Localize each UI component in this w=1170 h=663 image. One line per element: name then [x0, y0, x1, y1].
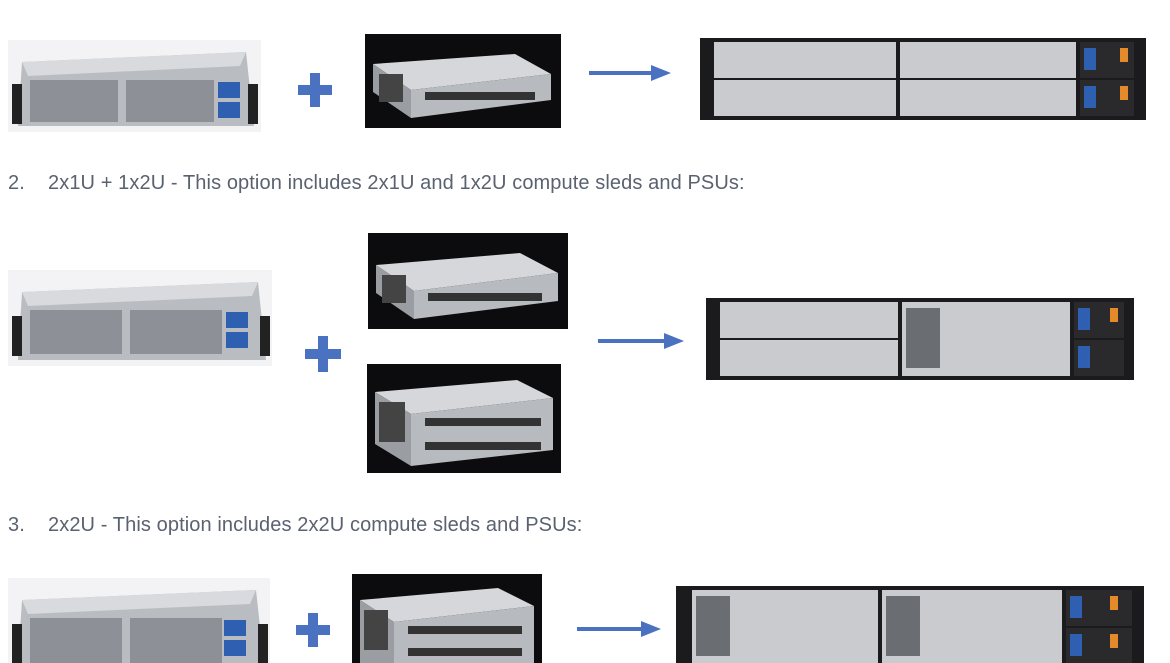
empty-chassis-image [8, 578, 270, 663]
compute-sled-2u-image [367, 364, 561, 473]
assembled-server-image [676, 586, 1144, 663]
option-number: 2. [8, 172, 25, 194]
compute-sled-2u-image [352, 574, 542, 663]
empty-chassis-image [8, 40, 261, 132]
assembled-server-image [700, 38, 1146, 120]
assembled-server-image [706, 298, 1134, 380]
option-text: 2x2U - This option includes 2x2U compute… [48, 514, 583, 536]
compute-sled-1u-image [368, 233, 568, 329]
plus-icon [305, 336, 341, 372]
arrow-right-icon [589, 65, 671, 81]
option-number: 3. [8, 514, 25, 536]
empty-chassis-image [8, 270, 272, 366]
arrow-right-icon [577, 621, 661, 637]
arrow-right-icon [598, 333, 684, 349]
option-caption: 3. 2x2U - This option includes 2x2U compu… [8, 514, 582, 537]
option-caption: 2. 2x1U + 1x2U - This option includes 2x1… [8, 172, 745, 195]
plus-icon [298, 73, 332, 107]
option-text: 2x1U + 1x2U - This option includes 2x1U … [48, 172, 745, 194]
plus-icon [296, 613, 330, 647]
compute-sled-1u-image [365, 34, 561, 128]
